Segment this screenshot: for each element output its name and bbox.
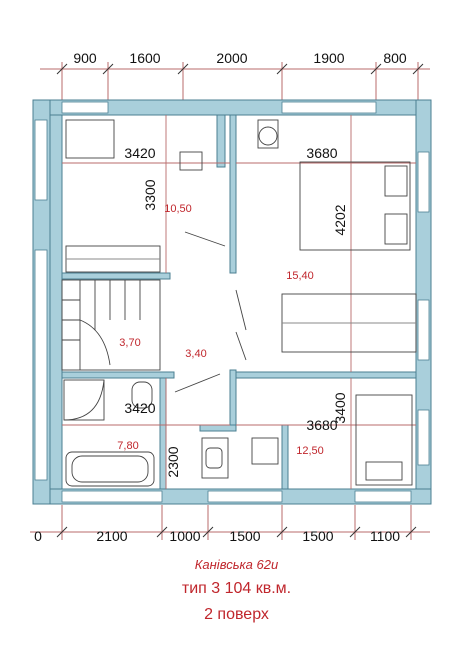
- bed-bottom-right: [355, 394, 413, 486]
- room-width-bathroom: 3420: [124, 400, 155, 416]
- caption-floor: 2 поверх: [204, 606, 269, 623]
- top-dimension-chain: [40, 62, 430, 100]
- interior-dim-lines: [62, 115, 416, 489]
- caption-type: тип 3 104 кв.м.: [181, 580, 292, 597]
- room-height-bottom-right: 3400: [332, 392, 348, 423]
- room-height-top-left: 3300: [142, 179, 158, 210]
- room-width-bottom-right: 3680: [306, 417, 337, 433]
- room-width-top-left: 3420: [124, 145, 155, 161]
- room-area-stair: 3,70: [119, 337, 140, 349]
- bottom-dim-3: 1000: [169, 528, 200, 544]
- room-area-bathroom: 7,80: [117, 440, 138, 452]
- shower-tray: [63, 379, 105, 421]
- room-height-bathroom: 2300: [165, 446, 181, 477]
- bed-top-right: [299, 161, 411, 251]
- bed-top-left: [65, 119, 115, 159]
- room-height-top-right: 4202: [332, 204, 348, 235]
- top-dim-3: 2000: [216, 50, 247, 66]
- staircase: [61, 279, 161, 371]
- caption-address: Канівська 62и: [194, 557, 279, 572]
- sink-bottom: [201, 437, 229, 479]
- toilet-bath: [131, 381, 153, 409]
- bottom-dim-1: 0: [34, 528, 42, 544]
- top-dim-4: 1900: [313, 50, 344, 66]
- furniture: [61, 119, 417, 487]
- top-dim-1: 900: [73, 50, 97, 66]
- room-area-top-right: 15,40: [286, 270, 314, 282]
- bottom-dim-2: 2100: [96, 528, 127, 544]
- room-area-bottom-right: 12,50: [296, 445, 324, 457]
- bathtub: [65, 451, 155, 487]
- room-area-top-left: 10,50: [164, 203, 192, 215]
- interior-walls: [49, 114, 417, 490]
- room-area-hall: 3,40: [185, 348, 206, 360]
- bottom-dim-6: 1100: [370, 528, 400, 544]
- bottom-dim-5: 1500: [302, 528, 333, 544]
- top-dim-2: 1600: [129, 50, 160, 66]
- room-width-top-right: 3680: [306, 145, 337, 161]
- top-dim-5: 800: [383, 50, 407, 66]
- bottom-dim-4: 1500: [229, 528, 260, 544]
- toilet-top: [258, 126, 278, 146]
- bottom-dimension-chain: [30, 505, 430, 540]
- window-openings: [34, 101, 430, 503]
